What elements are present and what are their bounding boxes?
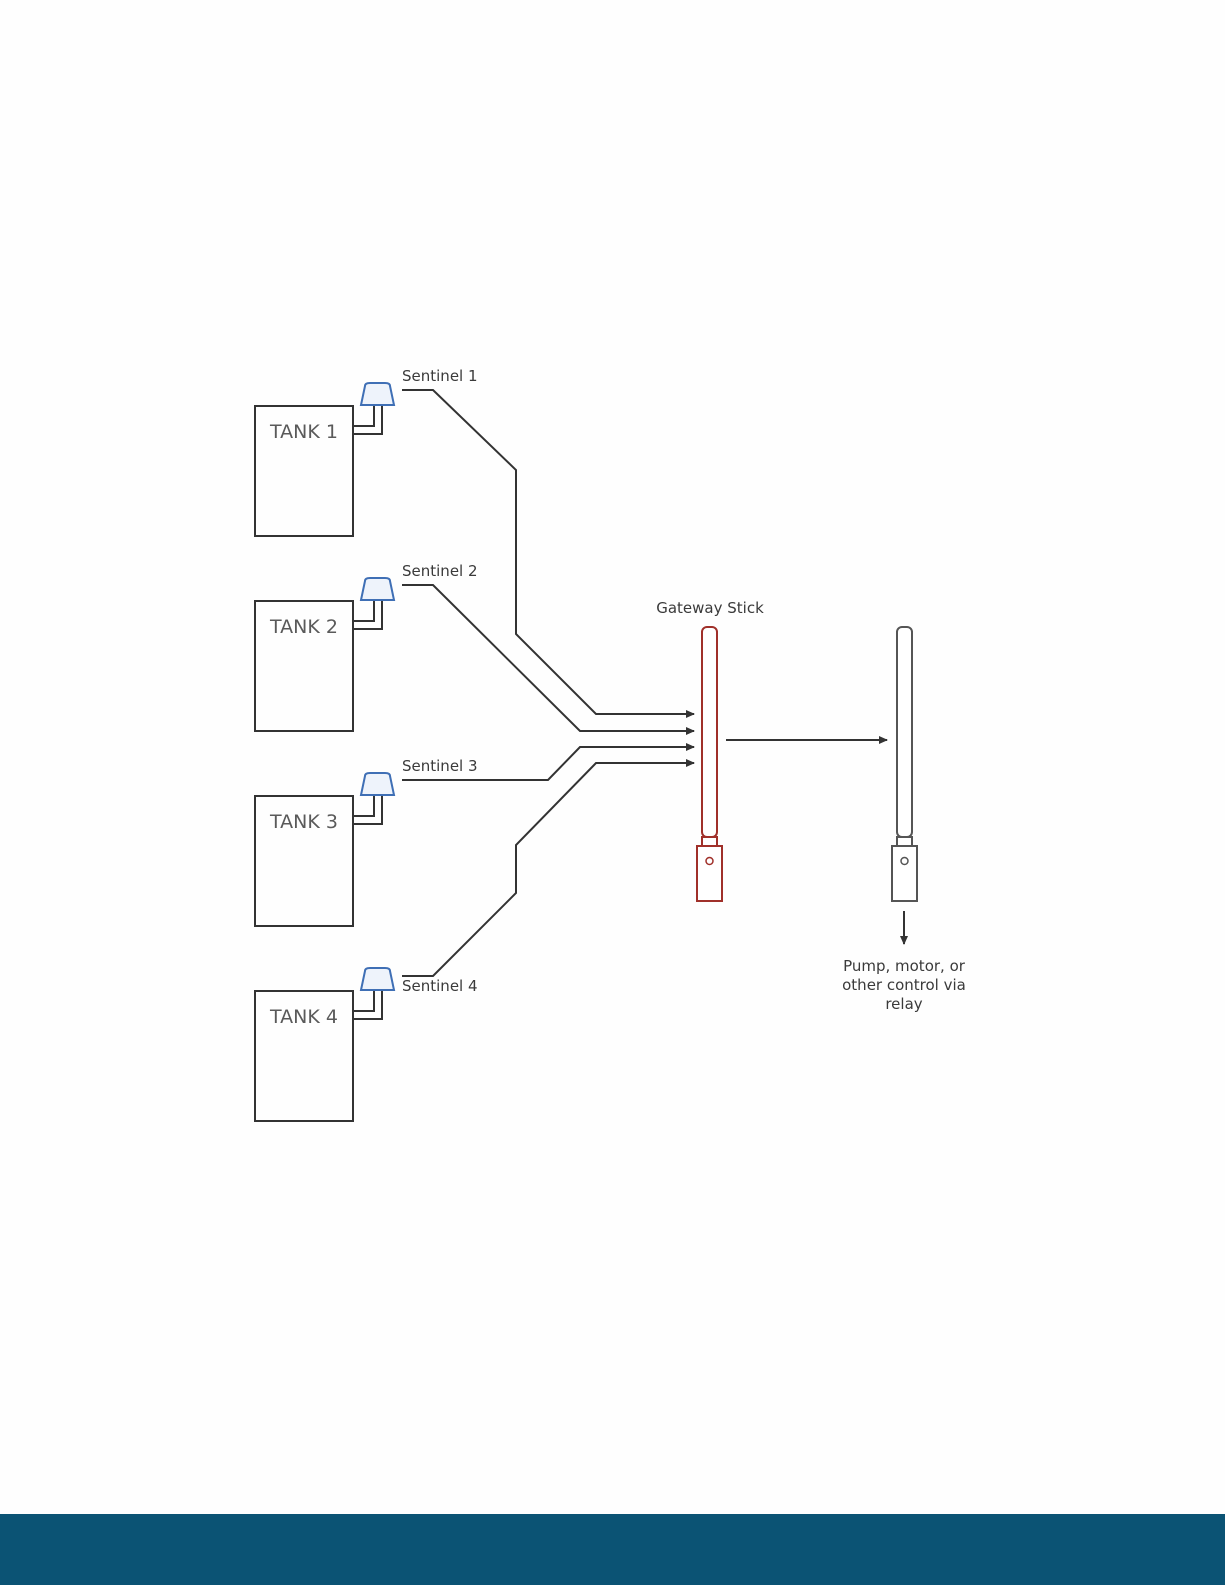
output-label-line-2: other control via: [842, 976, 966, 994]
receiver-antenna: [897, 627, 912, 837]
tank-3-label: TANK 3: [269, 811, 338, 833]
signal-path-4: [402, 763, 694, 976]
output-label-line-1: Pump, motor, or: [843, 957, 966, 975]
tank-2-label: TANK 2: [269, 616, 338, 638]
output-label-line-3: relay: [885, 995, 922, 1013]
system-diagram: TANK 1 Sentinel 1 TANK 2 Sentinel 2 TANK…: [0, 0, 1225, 1514]
sentinel-4-label: Sentinel 4: [402, 977, 478, 995]
gateway-antenna: [702, 627, 717, 837]
sentinel-2-label: Sentinel 2: [402, 562, 478, 580]
tank-1-label: TANK 1: [269, 421, 338, 443]
receiver-collar: [897, 837, 912, 846]
tank-3-connector: [353, 794, 382, 824]
receiver-base: [892, 846, 917, 901]
tank-4-connector: [353, 989, 382, 1019]
receiver-stick: [892, 627, 917, 901]
sentinel-1-sensor-icon: [361, 383, 394, 405]
gateway-collar: [702, 837, 717, 846]
output-label: Pump, motor, or other control via relay: [842, 957, 966, 1013]
signal-path-1: [402, 390, 694, 714]
tank-4: TANK 4 Sentinel 4: [255, 968, 478, 1121]
tank-1: TANK 1 Sentinel 1: [255, 367, 478, 536]
sentinel-1-label: Sentinel 1: [402, 367, 478, 385]
tank-1-connector: [353, 404, 382, 434]
tank-4-label: TANK 4: [269, 1006, 338, 1028]
sentinel-2-sensor-icon: [361, 578, 394, 600]
gateway-base: [697, 846, 722, 901]
tank-3: TANK 3 Sentinel 3: [255, 757, 478, 926]
sentinel-4-sensor-icon: [361, 968, 394, 990]
signal-paths: [402, 390, 694, 976]
signal-path-2: [402, 585, 694, 731]
tank-2: TANK 2 Sentinel 2: [255, 562, 478, 731]
footer-bar: [0, 1514, 1225, 1585]
sentinel-3-sensor-icon: [361, 773, 394, 795]
tank-2-connector: [353, 599, 382, 629]
gateway-stick: Gateway Stick: [656, 599, 764, 901]
gateway-stick-label: Gateway Stick: [656, 599, 764, 617]
sentinel-3-label: Sentinel 3: [402, 757, 478, 775]
